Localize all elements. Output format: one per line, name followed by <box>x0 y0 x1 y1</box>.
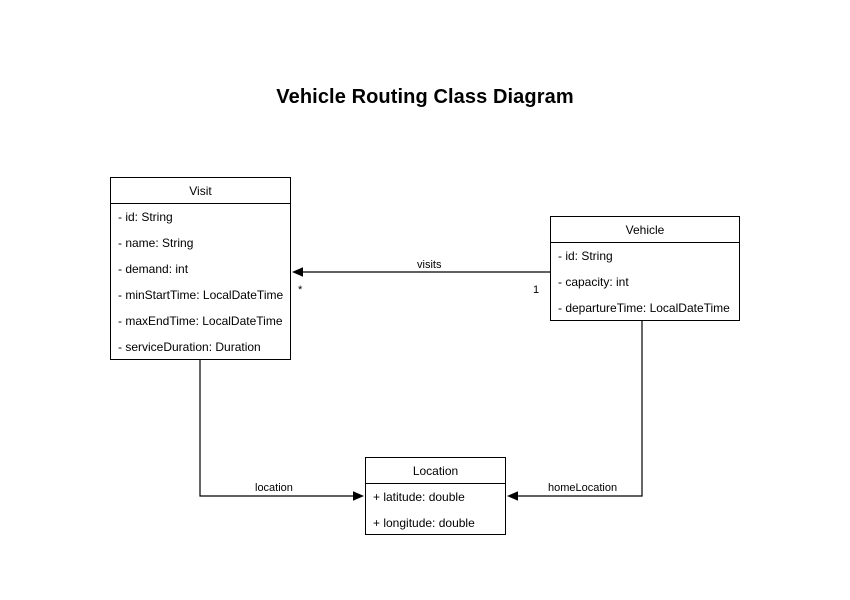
class-box-vehicle[interactable]: Vehicle - id: String - capacity: int - d… <box>550 216 740 321</box>
class-attributes-visit: - id: String - name: String - demand: in… <box>111 204 290 360</box>
edge-label-home-location: homeLocation <box>545 482 621 494</box>
edge-label-location: location <box>252 482 296 494</box>
edge-visits <box>292 267 550 277</box>
attribute-row: - serviceDuration: Duration <box>118 340 261 354</box>
edge-home-location-arrowhead <box>507 491 518 501</box>
attribute-row: - minStartTime: LocalDateTime <box>118 288 284 302</box>
edge-visits-arrowhead <box>292 267 303 277</box>
attribute-row: - name: String <box>118 236 194 250</box>
attribute-row: - maxEndTime: LocalDateTime <box>118 314 283 328</box>
attribute-row: - capacity: int <box>558 275 629 289</box>
diagram-title: Vehicle Routing Class Diagram <box>276 86 574 108</box>
class-box-visit[interactable]: Visit - id: String - name: String - dema… <box>110 177 291 360</box>
class-attributes-location: + latitude: double + longitude: double <box>366 484 505 536</box>
attribute-row: - departureTime: LocalDateTime <box>558 301 730 315</box>
multiplicity-visit-end: * <box>298 284 303 296</box>
edge-location-arrowhead <box>353 491 364 501</box>
edge-home-location <box>507 321 643 501</box>
edge-location <box>199 360 364 501</box>
class-name-visit: Visit <box>111 178 290 204</box>
attribute-row: - id: String <box>558 249 613 263</box>
class-attributes-vehicle: - id: String - capacity: int - departure… <box>551 243 739 321</box>
attribute-row: + latitude: double <box>373 490 465 504</box>
class-name-location: Location <box>366 458 505 484</box>
class-box-location[interactable]: Location + latitude: double + longitude:… <box>365 457 506 535</box>
attribute-row: - demand: int <box>118 262 189 276</box>
edge-label-visits: visits <box>414 259 445 271</box>
class-name-vehicle: Vehicle <box>551 217 739 243</box>
attribute-row: - id: String <box>118 210 173 224</box>
multiplicity-vehicle-end: 1 <box>533 284 540 296</box>
attribute-row: + longitude: double <box>373 516 475 530</box>
